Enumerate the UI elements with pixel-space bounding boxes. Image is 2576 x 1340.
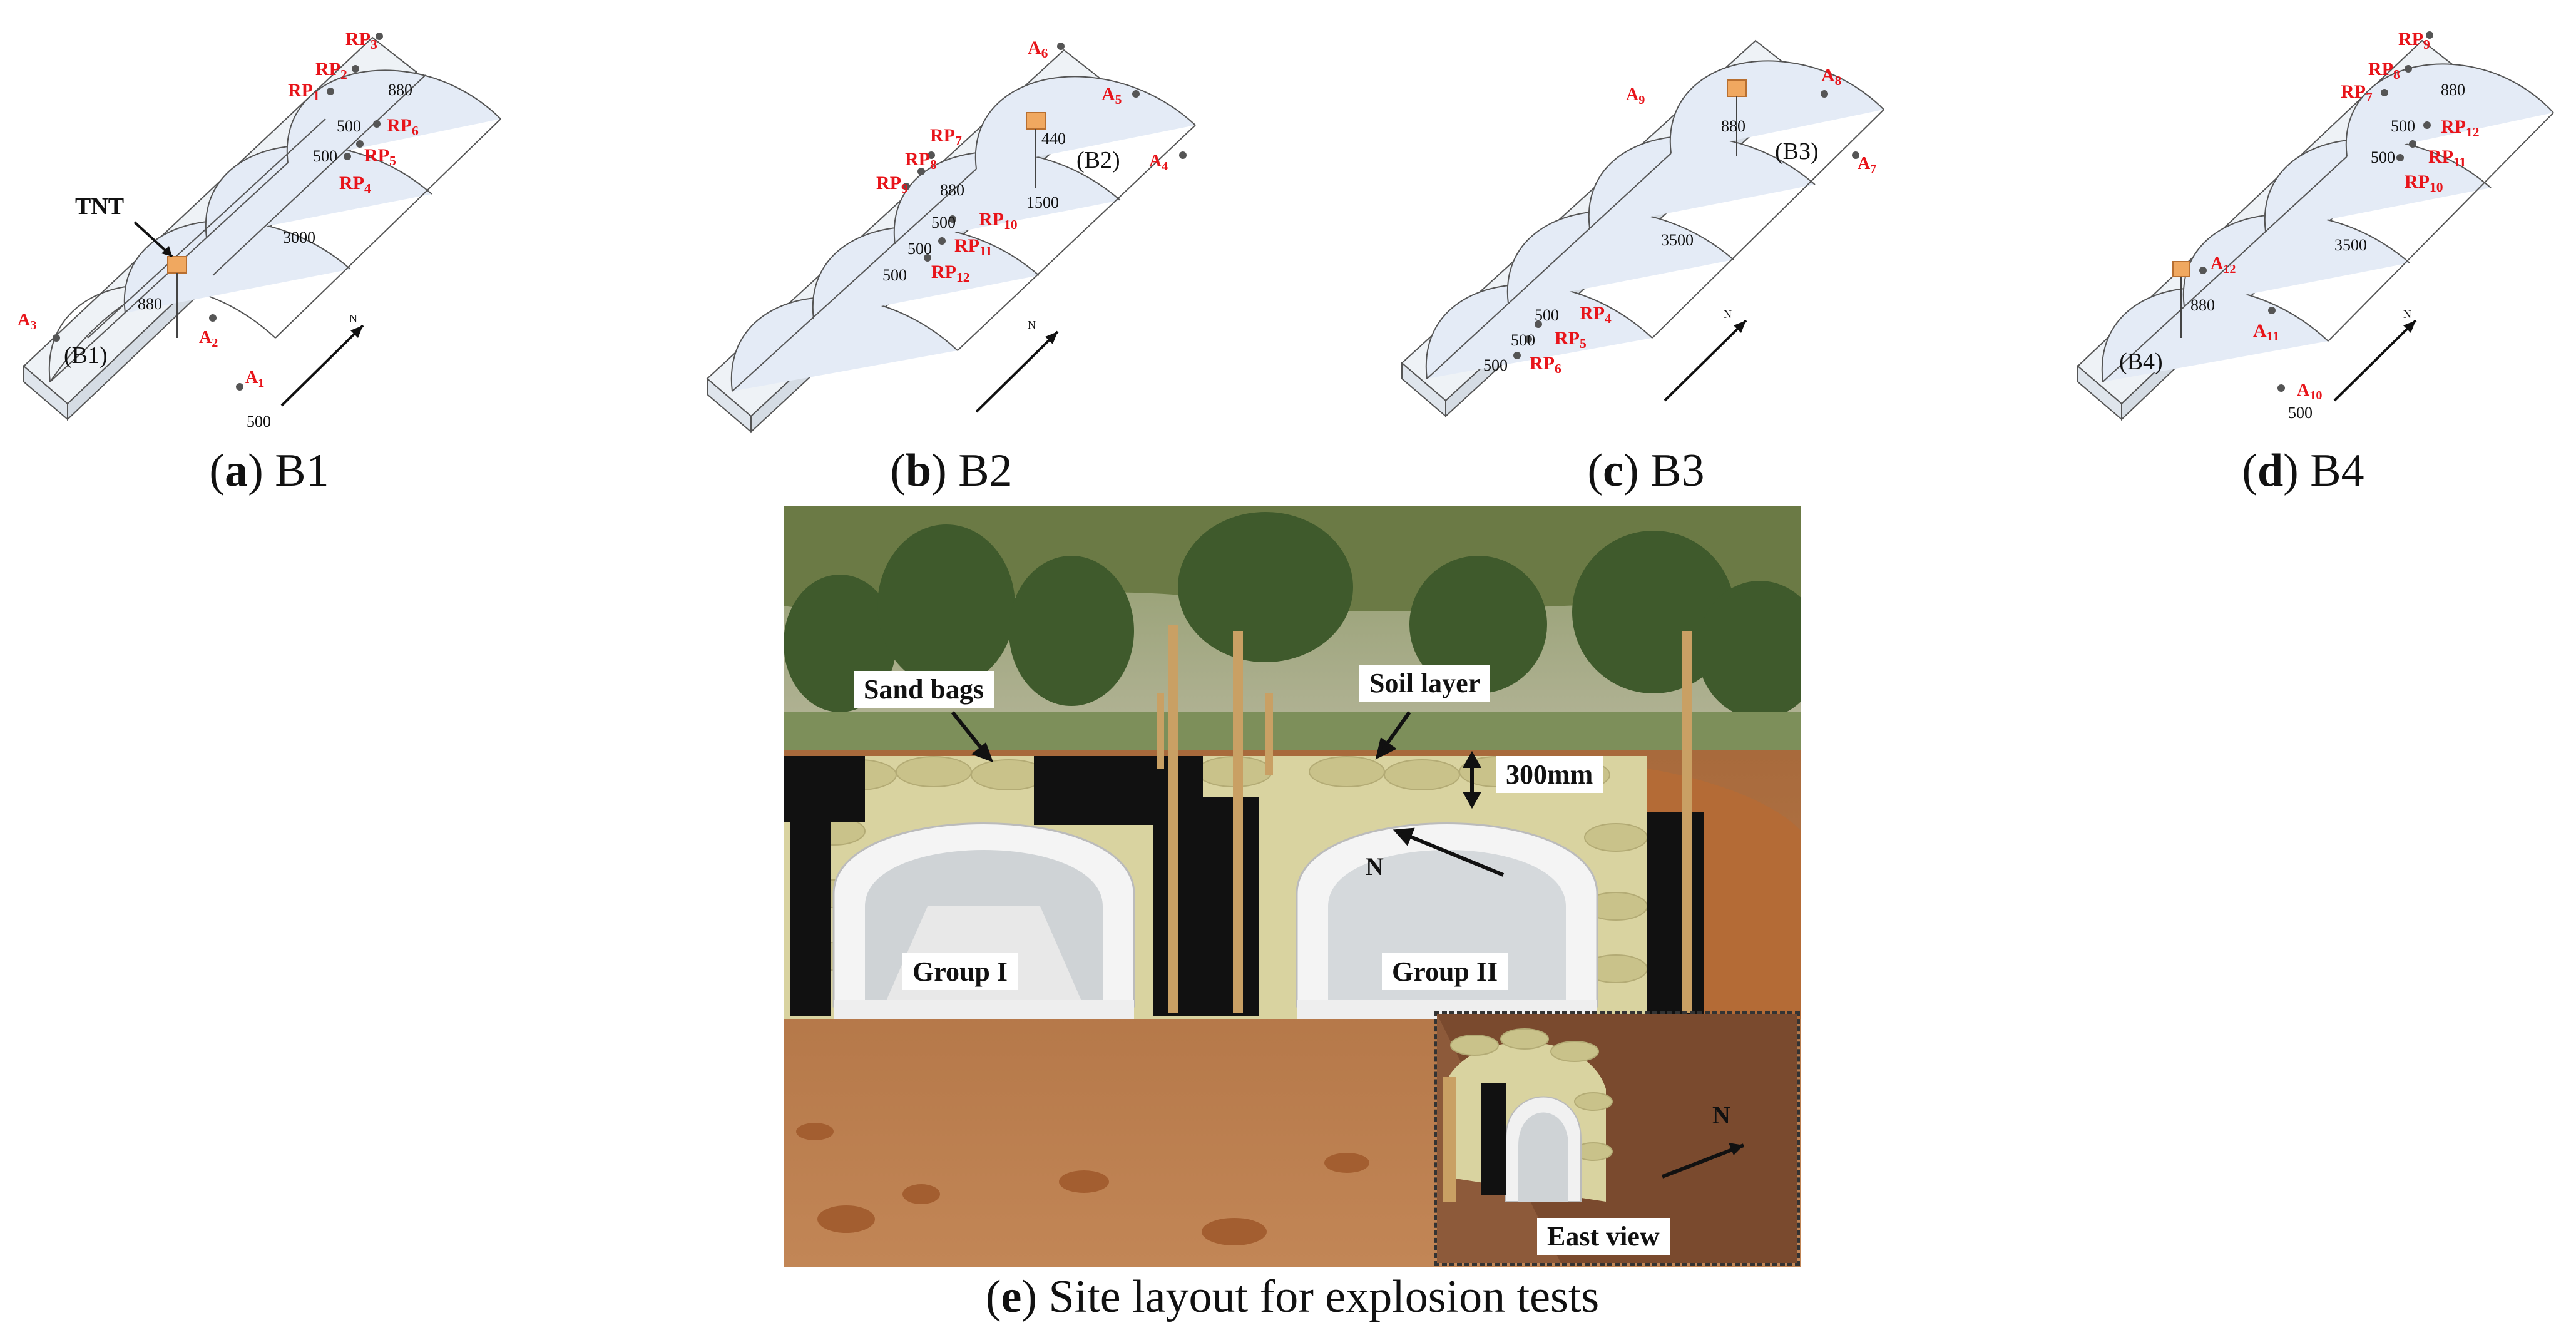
label-rp5-c: RP5 <box>1555 328 1587 351</box>
label-rp11: RP11 <box>954 235 992 258</box>
tag-inset-north: N <box>1712 1101 1730 1129</box>
dim-500-a: 500 <box>2391 117 2415 135</box>
label-a1: A1 <box>245 368 264 390</box>
north-label-b1: N <box>349 312 357 325</box>
dim-3500: 3500 <box>1661 231 1694 249</box>
dim-500-a: 500 <box>1535 306 1559 324</box>
label-rp3: RP3 <box>345 29 377 52</box>
label-rp7: RP7 <box>930 125 962 148</box>
dim-880: 880 <box>1721 117 1745 135</box>
dim-500-base: 500 <box>247 412 271 431</box>
tag-group-1: Group I <box>902 953 1018 990</box>
label-rp12: RP12 <box>2441 116 2480 140</box>
label-a6: A6 <box>1028 38 1048 61</box>
dim-1500: 1500 <box>1026 193 1059 212</box>
tunnel-b4-drawing: RP9 RP8 RP7 RP12 RP11 RP10 A12 A11 A10 8… <box>2077 29 2554 422</box>
tnt-charge <box>167 256 187 274</box>
label-rp8: RP8 <box>905 149 937 172</box>
label-rp7: RP7 <box>2341 81 2373 105</box>
dim-440: 440 <box>1041 130 1066 148</box>
tag-east-view: East view <box>1537 1218 1670 1255</box>
caption-b4: (d) B4 <box>2242 445 2364 496</box>
caption-b2: (b) B2 <box>890 445 1013 496</box>
label-a9: A9 <box>1626 85 1645 107</box>
tunnel-b3-drawing: A9 A8 A7 RP4 RP5 RP6 880 3500 500 500 50… <box>1401 39 1884 418</box>
group-label-b1: (B1) <box>64 342 108 369</box>
label-a12: A12 <box>2211 254 2236 276</box>
dim-880-top: 880 <box>2441 81 2465 99</box>
dim-880-top: 880 <box>388 81 412 99</box>
north-label-photo: N <box>1366 852 1384 881</box>
panel-b1: TNT RP3 RP2 RP1 RP6 RP5 RP4 A3 A2 A1 880… <box>13 13 526 496</box>
group-label-b2: (B2) <box>1076 147 1120 173</box>
tunnel-b1-drawing: TNT RP3 RP2 RP1 RP6 RP5 RP4 A3 A2 A1 880… <box>18 29 501 431</box>
tnt-charge-b3 <box>1727 79 1747 97</box>
tag-group-2: Group II <box>1382 953 1508 990</box>
dim-500-b: 500 <box>313 147 337 165</box>
label-a11: A11 <box>2253 320 2279 344</box>
label-rp6-c: RP6 <box>1530 353 1561 376</box>
caption-site-layout: (e) Site layout for explosion tests <box>985 1271 1600 1322</box>
group-label-b3: (B3) <box>1775 138 1819 165</box>
dim-3000: 3000 <box>283 228 315 247</box>
dim-500-base: 500 <box>2288 404 2313 422</box>
dim-500-b: 500 <box>907 240 932 258</box>
tag-soil-layer: Soil layer <box>1359 665 1491 702</box>
label-a2: A2 <box>199 328 218 350</box>
panel-b4: RP9 RP8 RP7 RP12 RP11 RP10 A12 A11 A10 8… <box>2065 13 2566 496</box>
tnt-label: TNT <box>75 193 124 220</box>
panel-b3: A9 A8 A7 RP4 RP5 RP6 880 3500 500 500 50… <box>1396 13 1909 496</box>
label-rp1: RP1 <box>288 80 320 103</box>
panel-b2: A6 A5 A4 RP7 RP8 RP9 RP10 RP11 RP12 440 … <box>695 13 1233 496</box>
tnt-charge-b2 <box>1026 112 1046 130</box>
site-photo: N Sand bags Soil layer 300mm Group I Gro… <box>784 506 1801 1267</box>
label-a7: A7 <box>1858 154 1876 176</box>
label-rp5: RP5 <box>364 145 396 168</box>
dim-500-a: 500 <box>931 213 956 232</box>
label-rp10: RP10 <box>979 209 1018 232</box>
dim-880-bottom: 880 <box>2190 296 2215 314</box>
dim-3500: 3500 <box>2334 236 2367 254</box>
north-label-b3: N <box>1724 308 1732 320</box>
north-label-b2: N <box>1028 319 1036 331</box>
caption-b3: (c) B3 <box>1587 445 1705 496</box>
label-a5: A5 <box>1101 84 1122 107</box>
label-rp4: RP4 <box>339 173 371 196</box>
tag-thickness: 300mm <box>1496 756 1603 793</box>
label-rp10: RP10 <box>2405 171 2443 195</box>
label-rp2: RP2 <box>315 59 347 82</box>
label-rp9: RP9 <box>876 173 908 196</box>
label-rp11: RP11 <box>2428 146 2466 170</box>
label-a3: A3 <box>18 310 36 332</box>
north-label-b4: N <box>2403 308 2411 320</box>
dim-880-bottom: 880 <box>138 295 162 313</box>
dim-500-c: 500 <box>882 266 907 284</box>
tunnel-b2-drawing: A6 A5 A4 RP7 RP8 RP9 RP10 RP11 RP12 440 … <box>706 38 1196 434</box>
caption-b1: (a) B1 <box>209 445 329 496</box>
label-a4: A4 <box>1149 151 1168 173</box>
label-rp8: RP8 <box>2368 59 2400 82</box>
tnt-charge-b4 <box>2172 261 2190 277</box>
label-rp12: RP12 <box>931 262 970 285</box>
dim-500-b: 500 <box>2371 148 2395 166</box>
dim-500-b: 500 <box>1511 331 1535 349</box>
label-a10: A10 <box>2297 381 2322 402</box>
label-a8: A8 <box>1821 65 1842 88</box>
dim-880: 880 <box>940 181 964 199</box>
tag-sand-bags: Sand bags <box>854 671 994 708</box>
east-view-inset: N East view <box>1434 1011 1800 1266</box>
label-rp9: RP9 <box>2398 29 2430 52</box>
label-rp6: RP6 <box>387 115 419 138</box>
dim-500-a: 500 <box>337 117 361 135</box>
group-label-b4: (B4) <box>2119 349 2163 375</box>
label-rp4-c: RP4 <box>1580 303 1612 326</box>
dim-500-c: 500 <box>1483 356 1508 374</box>
